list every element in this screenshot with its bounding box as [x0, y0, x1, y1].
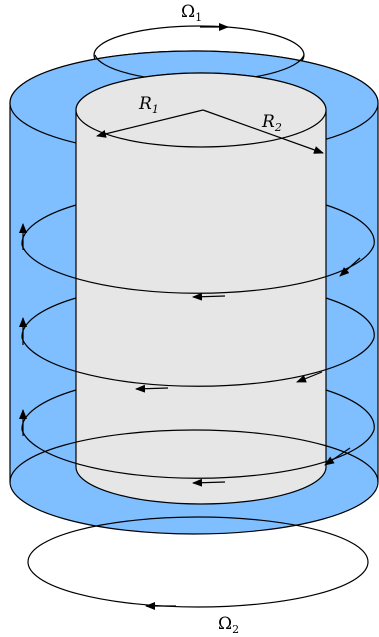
circulation-loop-2-back-right: [325, 297, 375, 339]
right-arrow-1: [339, 257, 361, 277]
outer-bottom-rim-back: [9, 429, 379, 483]
r2-label: R2: [261, 112, 282, 134]
front-arrow-3: [192, 478, 226, 487]
right-arrow-2: [296, 371, 323, 383]
bottom-rotation-loop: [27, 516, 369, 608]
front-arrow-1: [192, 292, 226, 301]
circulation-loop-3-back-right: [325, 389, 375, 431]
radius-inner-arrow: [96, 109, 204, 138]
omega-2-label: Ω2: [218, 614, 239, 636]
right-arrow-3: [324, 447, 351, 466]
omega-1-label: Ω1: [181, 2, 202, 24]
circulation-loop-1-back-right: [325, 204, 375, 246]
r1-label: R1: [138, 94, 159, 116]
front-arrow-2: [135, 384, 169, 393]
circulation-loop-2: [21, 337, 375, 387]
circulation-loop-3: [21, 429, 375, 479]
radius-outer-arrow: [202, 109, 324, 154]
